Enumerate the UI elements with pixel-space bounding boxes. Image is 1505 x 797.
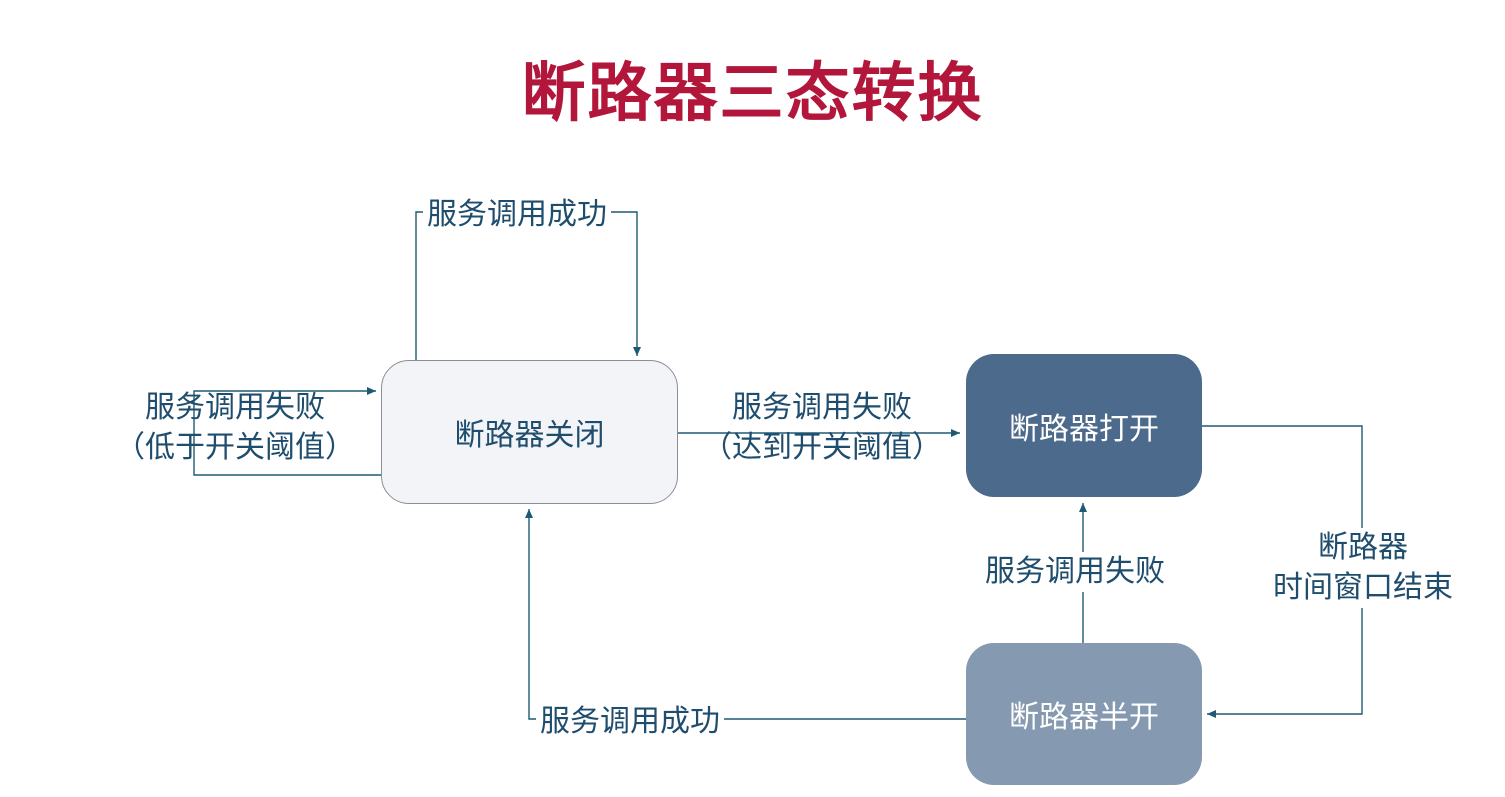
open-to-half-label-line1: 断路器 [1318, 530, 1408, 565]
state-open-node: 断路器打开 [966, 354, 1202, 497]
open-to-half-label: 断路器 时间窗口结束 [1254, 528, 1472, 608]
state-half-open-label: 断路器半开 [1009, 700, 1159, 735]
half-to-closed-label: 服务调用成功 [536, 702, 724, 742]
closed-to-open-label-line1: 服务调用失败 [732, 390, 912, 425]
state-closed-label: 断路器关闭 [454, 418, 605, 453]
closed-self-fail-label-line2: （低于开关阈值） [115, 430, 355, 465]
closed-to-open-label-line2: （达到开关阈值） [702, 430, 942, 465]
closed-self-fail-line [193, 387, 381, 476]
state-open-label: 断路器打开 [1009, 411, 1159, 447]
closed-self-fail-label: 服务调用失败 （低于开关阈值） [102, 388, 368, 468]
closed-self-fail-label-line1: 服务调用失败 [145, 390, 325, 425]
half-to-open-label: 服务调用失败 [983, 552, 1167, 592]
closed-to-open-label: 服务调用失败 （达到开关阈值） [688, 388, 956, 468]
page-title: 断路器三态转换 [521, 57, 984, 131]
open-to-half-label-line2: 时间窗口结束 [1273, 570, 1453, 605]
state-half-open-node: 断路器半开 [966, 643, 1202, 785]
closed-self-success-label: 服务调用成功 [423, 195, 611, 235]
half-to-closed-line [525, 509, 966, 720]
state-closed-node: 断路器关闭 [381, 360, 678, 504]
